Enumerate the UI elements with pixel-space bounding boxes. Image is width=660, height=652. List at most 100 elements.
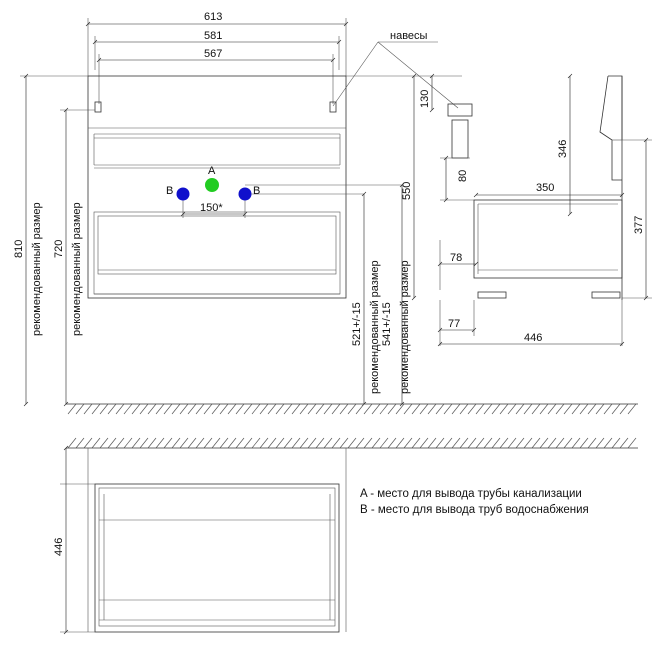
hatch-line — [187, 403, 197, 415]
hatch-line — [83, 403, 93, 415]
recommended-541: рекомендованный размер — [399, 260, 411, 394]
hatch-line — [419, 437, 429, 449]
side-foot-right — [591, 291, 621, 299]
hatch-line — [331, 403, 341, 415]
hatch-line — [467, 437, 477, 449]
side-hinge — [447, 103, 473, 117]
hatch-line — [243, 437, 253, 449]
hatch-line — [267, 403, 277, 415]
hatch-line — [411, 437, 421, 449]
hatch-line — [571, 437, 581, 449]
hatch-line — [235, 403, 245, 415]
hatch-line — [315, 403, 325, 415]
dim-77-label: 77 — [448, 318, 460, 330]
hinge-left — [94, 101, 102, 113]
dim-130-label: 130 — [419, 90, 431, 108]
hatch-line — [107, 403, 117, 415]
dim-541: 541+/-15 рекомендованный размер — [381, 182, 411, 407]
hatch-line — [195, 437, 205, 449]
legend-a: A - место для вывода трубы канализации — [360, 488, 582, 500]
dim-377: 377 — [622, 137, 652, 301]
hatch-line — [507, 437, 517, 449]
dim-567: 567 — [96, 48, 336, 104]
dim-720-label: 720 — [53, 240, 65, 258]
hatch-line — [563, 437, 573, 449]
legend-b: B - место для вывода труб водоснабжения — [360, 504, 589, 516]
hatch-line — [379, 403, 389, 415]
dim-720: 720 рекомендованный размер — [53, 107, 95, 407]
hatch-line — [451, 437, 461, 449]
dim-78-label: 78 — [450, 252, 462, 264]
hatch-line — [467, 403, 477, 415]
hatch-line — [227, 403, 237, 415]
hatch-line — [491, 437, 501, 449]
hatch-line — [219, 403, 229, 415]
point-b-right-water — [238, 187, 252, 201]
hatch-line — [99, 437, 109, 449]
hatch-line — [195, 403, 205, 415]
hatch-line — [475, 403, 485, 415]
hatch-line — [595, 437, 605, 449]
hatch-line — [531, 437, 541, 449]
hatch-line — [283, 403, 293, 415]
hatch-line — [115, 403, 125, 415]
hatch-line — [275, 437, 285, 449]
hatch-line — [555, 403, 565, 415]
hatch-line — [91, 437, 101, 449]
hatch-line — [611, 403, 621, 415]
hatch-line — [283, 437, 293, 449]
hatch-line — [331, 437, 341, 449]
hatch-line — [427, 437, 437, 449]
hatch-line — [235, 437, 245, 449]
hatch-line — [299, 403, 309, 415]
hatch-line — [131, 403, 141, 415]
dim-550: 550 — [346, 73, 420, 301]
hatch-line — [627, 403, 637, 415]
hatch-line — [315, 437, 325, 449]
hatch-line — [347, 437, 357, 449]
hatch-line — [387, 437, 397, 449]
dim-521: 521+/-15 рекомендованный размер — [351, 191, 381, 407]
hatch-line — [579, 403, 589, 415]
hatch-line — [307, 437, 317, 449]
hatch-line — [523, 403, 533, 415]
hinges-label: навесы — [390, 30, 428, 42]
hatch-line — [587, 437, 597, 449]
hatch-line — [619, 437, 629, 449]
dim-613: 613 — [85, 11, 349, 76]
hatch-line — [371, 437, 381, 449]
hatch-line — [155, 437, 165, 449]
hatch-line — [539, 437, 549, 449]
hatch-line — [203, 403, 213, 415]
dim-350-label: 350 — [536, 182, 554, 194]
hatch-line — [475, 437, 485, 449]
hatch-line — [67, 403, 77, 415]
dim-350: 350 — [473, 182, 625, 198]
hatch-line — [563, 403, 573, 415]
dim-80-label: 80 — [457, 170, 469, 182]
hatch-line — [499, 437, 509, 449]
hatch-line — [603, 437, 613, 449]
hatch-line — [147, 437, 157, 449]
dim-810: 810 рекомендованный размер — [13, 73, 88, 407]
dim-613-label: 613 — [204, 11, 222, 23]
hatch-line — [587, 403, 597, 415]
hatch-line — [451, 403, 461, 415]
hatch-line — [555, 437, 565, 449]
dim-446-top-label: 446 — [53, 538, 65, 556]
hatch-line — [67, 437, 77, 449]
dim-521-label: 521+/-15 — [351, 302, 363, 346]
pipe-points: 150* A B B — [166, 165, 402, 218]
top-cabinet — [94, 483, 340, 633]
hatch-line — [395, 403, 405, 415]
hinges-leader: навесы — [332, 30, 459, 109]
hatch-line — [219, 437, 229, 449]
hatch-line — [75, 403, 85, 415]
hatch-line — [339, 403, 349, 415]
hatch-line — [163, 403, 173, 415]
hatch-line — [379, 437, 389, 449]
hatch-line — [251, 437, 261, 449]
hatch-line — [515, 403, 525, 415]
point-b-right-label: B — [253, 185, 260, 197]
